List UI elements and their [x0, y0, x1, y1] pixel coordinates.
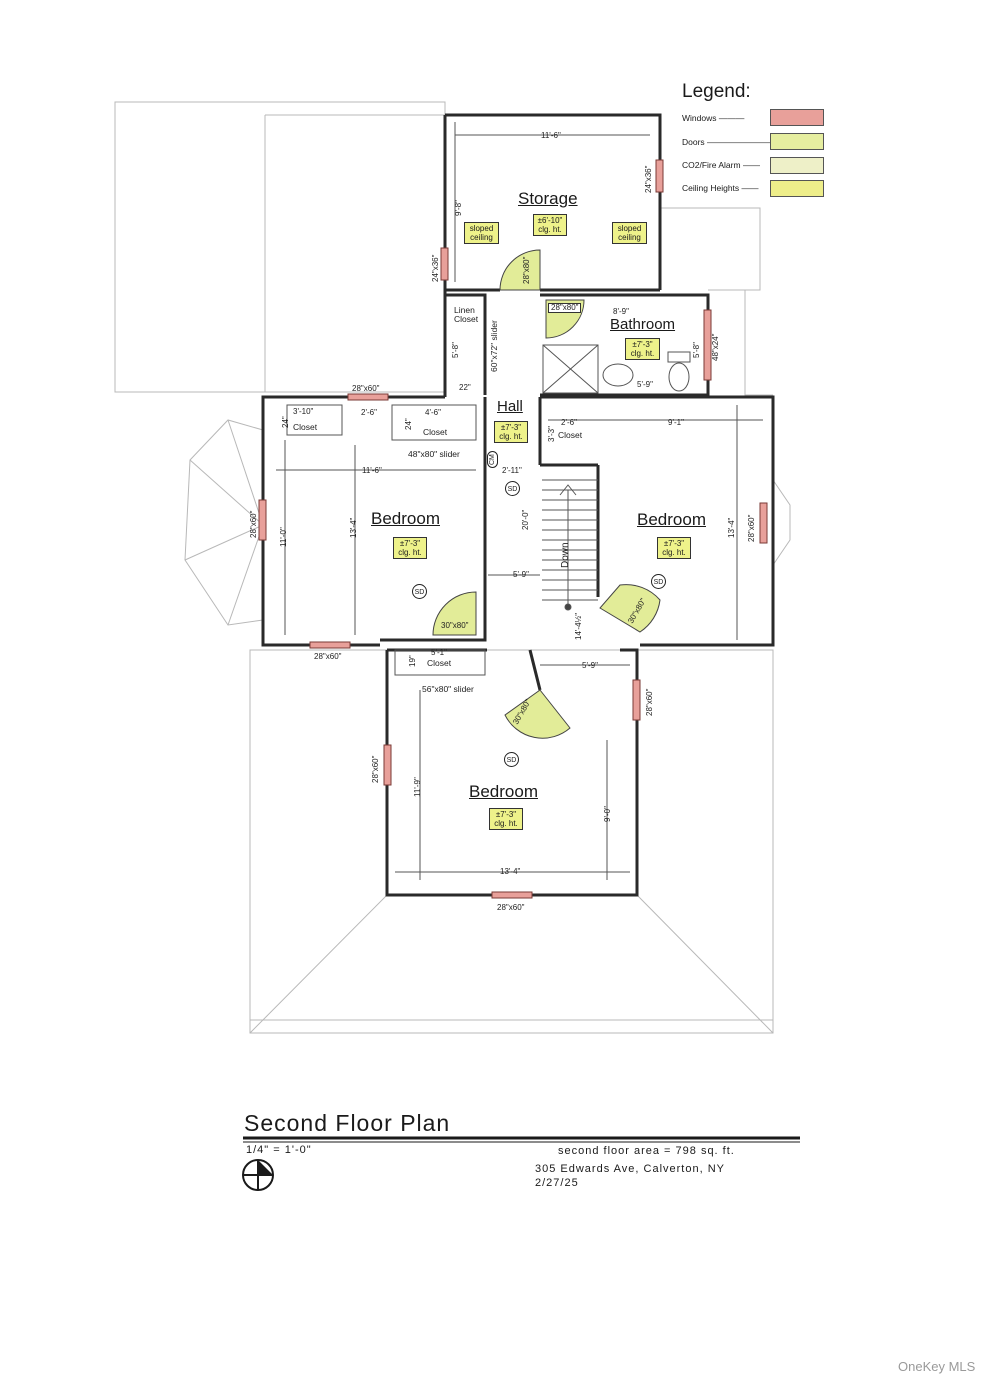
dimension-label: 11'-9" — [413, 777, 422, 797]
slider-48-label: 48"x80" slider — [408, 449, 460, 459]
dimension-label: 24" — [404, 418, 413, 430]
window-size-label: 24"x36" — [644, 165, 653, 193]
dimension-label: 8'-9" — [613, 307, 629, 316]
dimension-label: 9'-8" — [454, 200, 463, 216]
dimension-label: 11'-6" — [362, 466, 382, 475]
legend-item-windows: Windows ——— — [682, 113, 745, 123]
slider-60-label: 60"x72" slider — [489, 320, 499, 372]
window-size-label: 48"x24" — [711, 333, 720, 361]
watermark: OneKey MLS — [898, 1359, 976, 1374]
dimension-label: 13'-4" — [349, 517, 358, 538]
ceiling-height-bathroom: ±7'-3"clg. ht. — [625, 338, 660, 360]
dimension-label: 4'-6" — [425, 408, 441, 417]
plan-scale: 1/4" = 1'-0" — [246, 1144, 312, 1156]
dimension-label: 11'-0" — [279, 527, 288, 547]
roof-outline-bottom — [249, 649, 774, 1034]
window-size-label: 28"x60" — [371, 755, 380, 783]
dimension-label: 2'-6" — [561, 418, 577, 427]
legend-title: Legend: — [682, 81, 751, 102]
ceiling-height-hall: ±7'-3"clg. ht. — [494, 421, 528, 443]
legend-swatch-doors — [770, 133, 824, 150]
window-size-label: 28"x60" — [249, 510, 258, 538]
smoke-detector-icon: SD — [505, 481, 520, 496]
floor-area: second floor area = 798 sq. ft. — [558, 1145, 735, 1157]
dimension-label: 5'-8" — [692, 342, 701, 358]
ceiling-height-storage: ±6'-10"clg. ht. — [533, 214, 567, 236]
legend-item-doors: Doors ———————— — [682, 137, 776, 147]
plan-title: Second Floor Plan — [244, 1110, 451, 1136]
room-bedroom-left-label: Bedroom — [371, 509, 440, 528]
window-size-label: 24"x36" — [431, 254, 440, 282]
dimension-label: 24" — [281, 416, 290, 428]
legend-swatch-windows — [770, 109, 824, 126]
plan-date: 2/27/25 — [535, 1177, 579, 1189]
dimension-label: 22" — [459, 383, 471, 392]
dimension-label: 2'-11" — [502, 466, 522, 475]
closet-label-bottom: Closet — [427, 658, 452, 668]
dimension-label: 9'-1" — [668, 418, 684, 427]
smoke-detector-icon: SD — [412, 584, 427, 599]
stairs-down-label: Down — [560, 542, 571, 568]
dimension-label: 5'-9" — [637, 380, 653, 389]
co-monitor-icon: CM — [487, 451, 498, 468]
room-bedroom-bottom-label: Bedroom — [469, 782, 538, 801]
dimension-label: 13'-4" — [500, 867, 521, 876]
dimension-label: 3'-3" — [547, 426, 556, 442]
window-size-label: 28"x60" — [314, 652, 342, 661]
room-bathroom-label: Bathroom — [610, 316, 676, 333]
dimension-label: 5'-8" — [451, 342, 460, 358]
door-size-label: 30"x80" — [441, 621, 469, 630]
dimension-label: 20'-0" — [521, 509, 530, 530]
legend-swatch-ceiling — [770, 180, 824, 197]
closet-label-hall: Closet — [558, 430, 583, 440]
smoke-detector-icon: SD — [651, 574, 666, 589]
ceiling-height-bedroom-left: ±7'-3"clg. ht. — [393, 537, 427, 559]
window-size-label: 28"x60" — [645, 688, 654, 716]
dimension-label: 19" — [408, 655, 417, 667]
window-size-label: 28"x60" — [352, 384, 380, 393]
dimension-label: 9'-0" — [603, 806, 612, 822]
legend-item-ceiling: Ceiling Heights —— — [682, 183, 759, 193]
dimension-label: 5'-9" — [513, 570, 529, 579]
roof-outline-upper-left — [114, 101, 446, 393]
dimension-label: 3'-10" — [293, 407, 314, 416]
dimension-label: 5'-9" — [582, 661, 598, 670]
dimension-label: 2'-6" — [361, 408, 377, 417]
dimension-label: 11'-6" — [541, 131, 561, 140]
dimension-label: 5'-1" — [431, 648, 447, 657]
ceiling-height-bedroom-bottom: ±7'-3"clg. ht. — [489, 808, 523, 830]
stairs — [542, 479, 598, 605]
slider-56-label: 56"x80" slider — [422, 684, 474, 694]
ceiling-height-bedroom-right: ±7'-3"clg. ht. — [657, 537, 691, 559]
room-storage-label: Storage — [518, 189, 578, 208]
window-size-label: 28"x60" — [747, 514, 756, 542]
door-size-label: 28"x80" — [522, 256, 531, 284]
legend-swatch-alarm — [770, 157, 824, 174]
closet-label-left: Closet — [293, 422, 318, 432]
legend-item-alarm: CO2/Fire Alarm —— — [682, 160, 760, 170]
room-hall-label: Hall — [497, 398, 523, 415]
dimension-label: 13'-4" — [727, 517, 736, 538]
smoke-detector-icon: SD — [504, 752, 519, 767]
room-bedroom-right-label: Bedroom — [637, 510, 706, 529]
dimension-label: 14'-4½" — [574, 612, 583, 640]
door-size-label: 28"x80" — [548, 303, 582, 313]
address: 305 Edwards Ave, Calverton, NY — [535, 1163, 725, 1175]
closet-label-middle: Closet — [423, 427, 448, 437]
window-size-label: 28"x60" — [497, 903, 525, 912]
